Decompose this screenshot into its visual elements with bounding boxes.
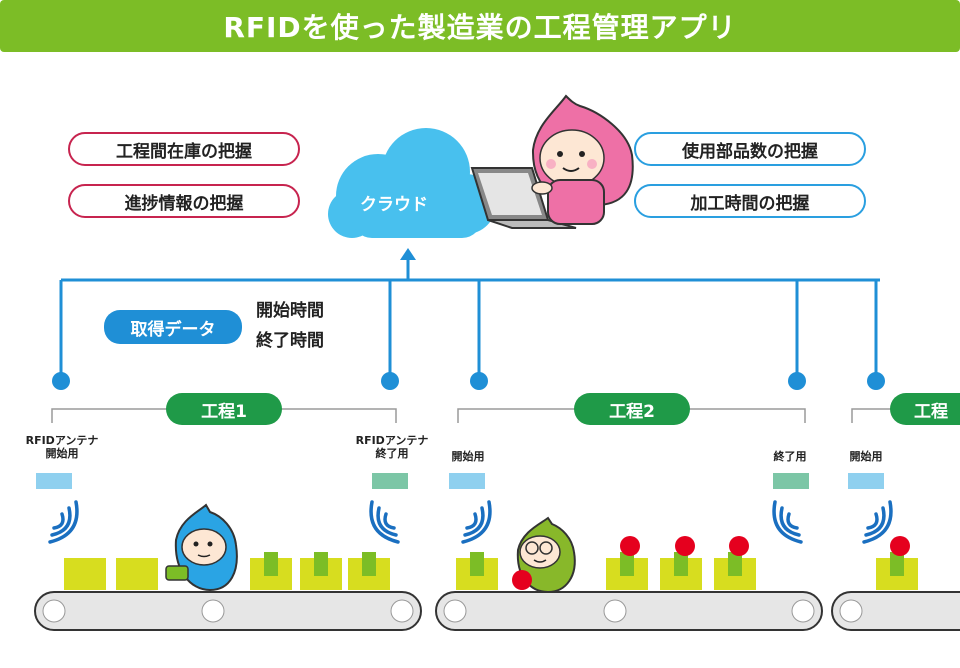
feature-inventory-pill: 工程間在庫の把握 [68, 132, 300, 166]
page-title: RFIDを使った製造業の工程管理アプリ [223, 11, 737, 44]
antenna-start-label-3: 開始用 [849, 450, 883, 463]
process-3-label: 工程 [890, 393, 960, 425]
cloud-icon [328, 128, 496, 238]
conveyor-belts [34, 591, 960, 631]
antenna-end-label-1: RFIDアンテナ 終了用 [355, 434, 429, 460]
acquired-item-end: 終了時間 [256, 331, 324, 351]
feature-progress-pill: 進捗情報の把握 [68, 184, 300, 218]
title-banner: RFIDを使った製造業の工程管理アプリ [0, 0, 960, 52]
worker-green-icon [512, 516, 576, 594]
upload-arrow-icon [400, 248, 416, 260]
signal-wave-icons [48, 500, 893, 544]
feature-processing-time-pill: 加工時間の把握 [634, 184, 866, 218]
network-nodes [52, 372, 885, 390]
antenna-start-label-2: 開始用 [451, 450, 485, 463]
rfid-antennas [36, 473, 884, 489]
worker-pink-icon [531, 94, 634, 225]
antenna-end-label-2: 終了用 [773, 450, 807, 463]
feature-parts-pill: 使用部品数の把握 [634, 132, 866, 166]
cloud-label: クラウド [360, 195, 428, 215]
laptop-icon [470, 167, 577, 229]
network-lines [59, 258, 880, 376]
acquired-item-start: 開始時間 [256, 301, 324, 321]
antenna-start-label-1: RFIDアンテナ 開始用 [25, 434, 99, 460]
worker-blue-icon [165, 503, 238, 592]
process-2-label: 工程2 [574, 393, 690, 425]
parts-boxes [64, 536, 918, 590]
process-1-label: 工程1 [166, 393, 282, 425]
acquired-data-pill: 取得データ [104, 310, 242, 344]
